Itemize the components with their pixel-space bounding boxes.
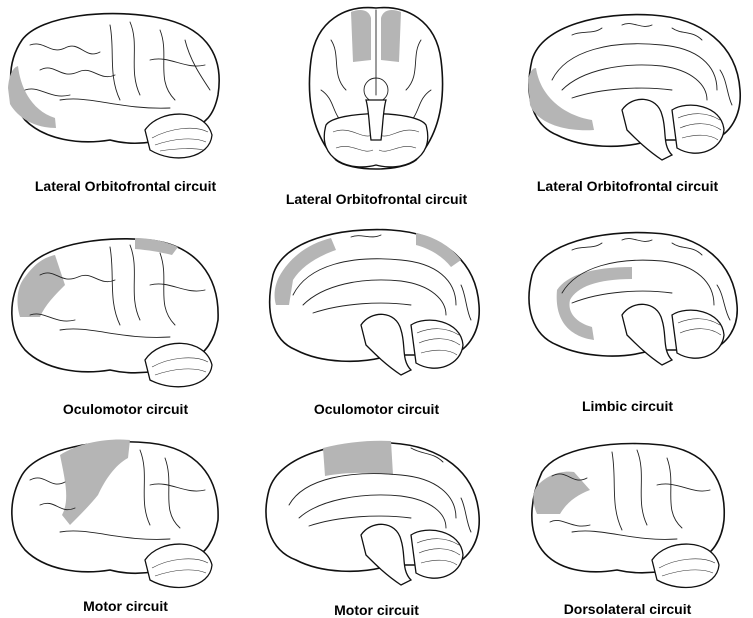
panel-lateral-orbitofrontal-lateral-view: Lateral Orbitofrontal circuit <box>0 0 251 205</box>
brain-lateral-view <box>11 237 219 388</box>
panel-oculomotor-medial-view: Oculomotor circuit <box>251 205 502 417</box>
brain-medial-view <box>265 440 480 586</box>
highlighted-region <box>60 439 130 525</box>
highlighted-region <box>556 267 632 340</box>
panel-motor-medial-view: Motor circuit <box>251 410 502 618</box>
brain-medial-view <box>268 228 480 376</box>
highlighted-region <box>351 10 371 62</box>
panel-caption: Limbic circuit <box>581 398 674 414</box>
panel-caption: Motor circuit <box>334 602 419 618</box>
highlighted-region <box>17 255 65 317</box>
panel-caption: Lateral Orbitofrontal circuit <box>536 178 719 194</box>
panel-caption: Dorsolateral circuit <box>563 601 692 617</box>
highlighted-region <box>528 68 594 131</box>
brain-medial-view <box>528 231 738 366</box>
brain-ventral-view <box>308 6 444 170</box>
panel-limbic-medial-view: Limbic circuit <box>502 205 753 414</box>
panel-caption: Motor circuit <box>83 598 168 614</box>
highlighted-region <box>381 10 401 62</box>
highlighted-region <box>323 440 393 476</box>
panel-caption: Oculomotor circuit <box>313 401 440 417</box>
panel-motor-lateral-view: Motor circuit <box>0 410 251 615</box>
panel-dorsolateral-lateral-view: Dorsolateral circuit <box>502 410 753 617</box>
panel-oculomotor-lateral-view: Oculomotor circuit <box>0 205 251 417</box>
panel-caption: Lateral Orbitofrontal circuit <box>285 191 468 207</box>
highlighted-region <box>274 238 336 305</box>
brain-lateral-view <box>8 12 220 159</box>
brain-lateral-view <box>11 439 219 589</box>
panel-lateral-orbitofrontal-medial-view: Lateral Orbitofrontal circuit <box>502 0 753 205</box>
panel-lateral-orbitofrontal-ventral-view: Lateral Orbitofrontal circuit <box>251 0 502 207</box>
brain-medial-view <box>528 13 741 161</box>
brain-lateral-view <box>531 442 725 589</box>
panel-caption: Lateral Orbitofrontal circuit <box>34 178 217 194</box>
highlighted-region <box>416 233 461 267</box>
highlighted-region <box>8 66 56 128</box>
highlighted-region <box>533 471 590 514</box>
highlighted-region <box>135 238 178 255</box>
panel-caption: Oculomotor circuit <box>62 401 189 417</box>
